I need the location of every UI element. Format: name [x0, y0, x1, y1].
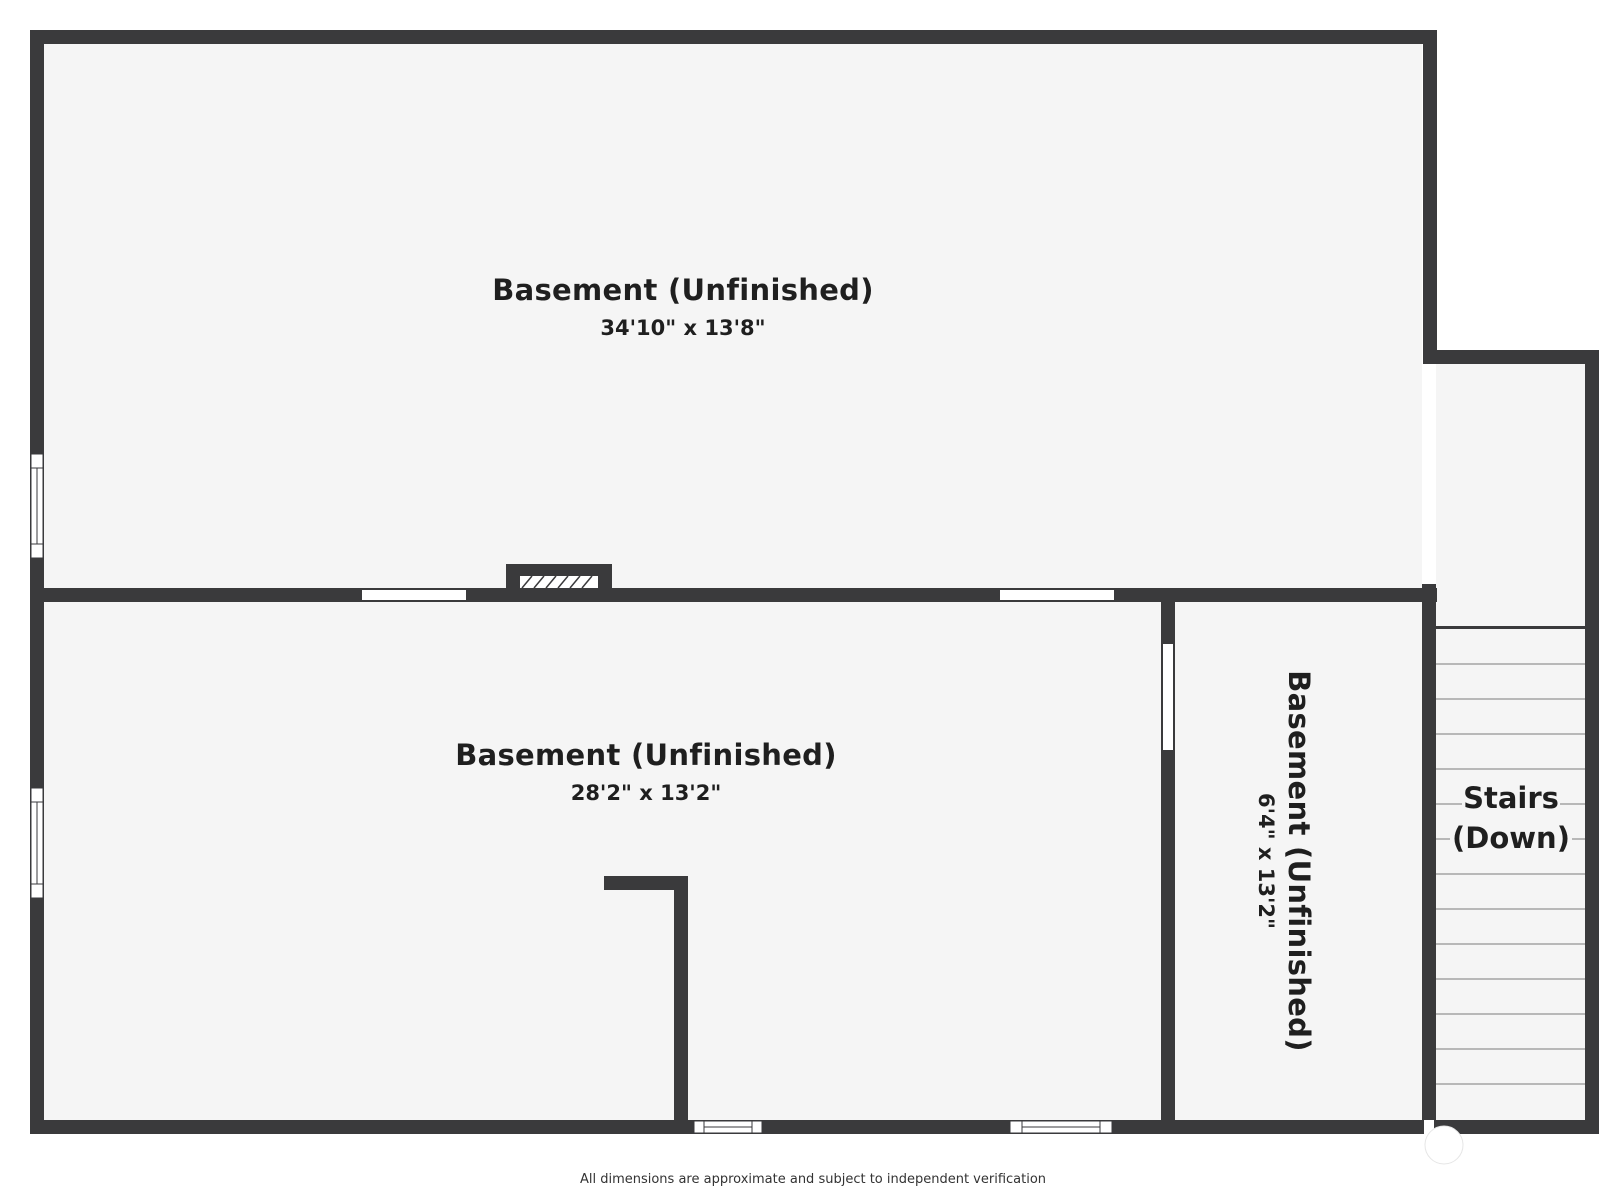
disclaimer-text: All dimensions are approximate and subje… [580, 1172, 1046, 1187]
labels: Basement (Unfinished) 34'10" x 13'8" Bas… [455, 273, 1570, 1187]
wall-top [30, 30, 1437, 44]
upper-room-name: Basement (Unfinished) [492, 273, 874, 307]
stairs [1424, 626, 1585, 1165]
opening-middle-left [362, 590, 466, 600]
stairs-label-line1: Stairs [1463, 781, 1559, 815]
stairs-direction-marker [1424, 1125, 1464, 1165]
upper-room-dims: 34'10" x 13'8" [600, 316, 765, 340]
window-left-upper [30, 453, 44, 559]
side-room-dims: 6'4" x 13'2" [1254, 793, 1278, 929]
wall-right-upper [1423, 30, 1437, 354]
window-bottom-left [693, 1120, 763, 1134]
wall-stairs-right [1585, 350, 1599, 1134]
floor-side-basement [1175, 602, 1423, 1120]
window-left-lower [30, 787, 44, 899]
wall-middle [30, 588, 1437, 602]
opening-stairs-bottom-gap [1424, 1120, 1434, 1134]
side-room-name: Basement (Unfinished) [1282, 670, 1316, 1052]
opening-middle-right [1000, 590, 1114, 600]
wall-bottom [30, 1120, 1599, 1134]
stair-treads [1436, 663, 1585, 1085]
floor-stairs [1436, 364, 1585, 1120]
stairs-label-bg [1450, 780, 1572, 858]
wall-interior-vertical [674, 876, 688, 1120]
floor-upper-basement [44, 44, 1422, 590]
opening-partition [1163, 644, 1173, 750]
stairs-label-line2: (Down) [1452, 821, 1570, 855]
wall-interior-horizontal [604, 876, 688, 890]
side-room-label: Basement (Unfinished) 6'4" x 13'2" [1254, 670, 1316, 1052]
wall-left [30, 30, 44, 1134]
lower-room-name: Basement (Unfinished) [455, 738, 837, 772]
openings [362, 368, 1435, 1134]
floors [44, 44, 1585, 1120]
wall-stairs-top [1423, 350, 1599, 364]
window-bottom-right [1009, 1120, 1113, 1134]
lower-room-dims: 28'2" x 13'2" [571, 781, 722, 805]
wall-stairs-left [1422, 584, 1436, 1134]
chimney-hatch [520, 575, 598, 589]
stairs-landing-edge [1436, 626, 1585, 629]
floor-lower-basement [44, 602, 1161, 1120]
opening-stairs-top [1425, 368, 1435, 580]
windows [30, 453, 1113, 1134]
